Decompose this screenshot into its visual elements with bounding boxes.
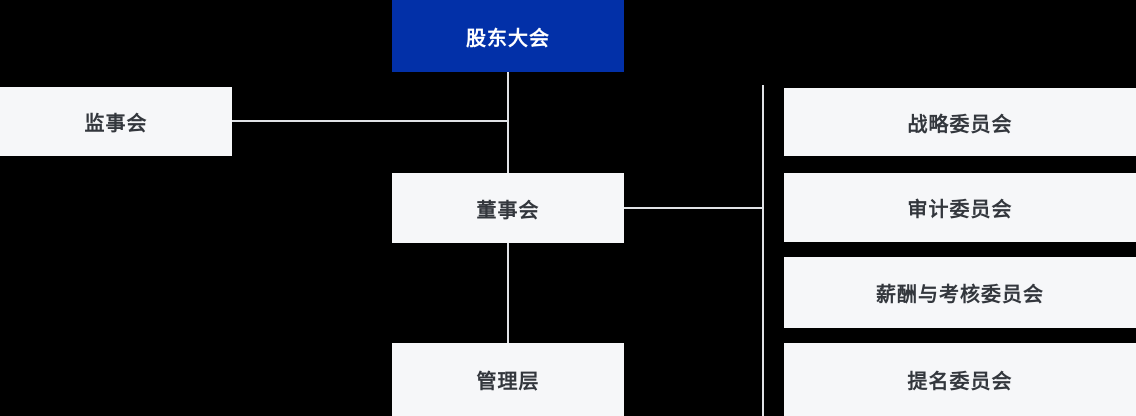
org-node-label: 薪酬与考核委员会: [876, 284, 1044, 306]
org-node-label: 审计委员会: [907, 199, 1013, 221]
connector-board-management: [507, 243, 509, 343]
org-node-strategy-committee: 战略委员会: [784, 88, 1136, 156]
org-node-board-of-directors: 董事会: [392, 173, 624, 243]
org-node-remuneration-appraisal-committee: 薪酬与考核委员会: [784, 257, 1136, 328]
connector-committees-trunk: [762, 85, 764, 416]
org-node-label: 股东大会: [466, 27, 550, 50]
org-node-label: 监事会: [84, 113, 148, 135]
org-node-shareholders-meeting: 股东大会: [392, 0, 624, 72]
connector-shareholders-board: [507, 72, 509, 173]
org-node-board-of-supervisors: 监事会: [0, 87, 232, 156]
org-node-management: 管理层: [392, 343, 624, 416]
connector-supervisors-trunk: [232, 120, 509, 122]
org-node-label: 战略委员会: [907, 113, 1013, 136]
org-node-label: 董事会: [476, 199, 540, 222]
org-node-label: 提名委员会: [907, 371, 1013, 393]
org-node-label: 管理层: [476, 371, 540, 393]
connector-board-committees: [624, 207, 764, 209]
org-node-audit-committee: 审计委员会: [784, 173, 1136, 242]
org-node-nomination-committee: 提名委员会: [784, 343, 1136, 416]
